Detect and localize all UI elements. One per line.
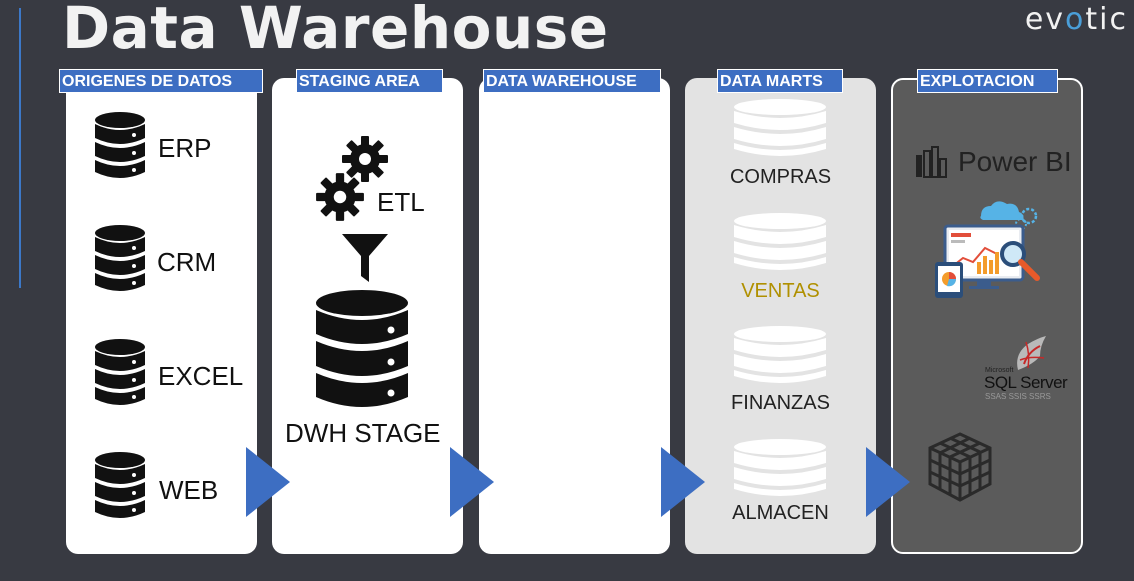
sqlserver-label: SQL Server (984, 373, 1068, 392)
powerbi-logo: Power BI (914, 145, 1072, 179)
database-icon (95, 112, 145, 178)
dwh-stage-label: DWH STAGE (285, 418, 441, 448)
header-warehouse: DATA WAREHOUSE (483, 69, 661, 93)
source-erp: ERP (158, 133, 212, 163)
flow-arrow-icon (866, 447, 910, 517)
flow-arrow-icon (246, 447, 290, 517)
powerbi-icon (916, 146, 947, 178)
panel-warehouse (479, 78, 670, 554)
accent-line (19, 8, 21, 288)
database-icon (95, 225, 145, 291)
header-origenes: ORIGENES DE DATOS (59, 69, 263, 93)
analytics-dashboard-icon (935, 201, 1040, 298)
database-icon (316, 290, 408, 407)
source-crm: CRM (157, 247, 217, 277)
header-explotacion: EXPLOTACION (917, 69, 1058, 93)
page-title: Data Warehouse (62, 0, 609, 62)
olap-cube-icon (928, 432, 992, 502)
etl-label: ETL (377, 187, 425, 217)
source-excel: EXCEL (158, 361, 244, 391)
database-icon (734, 213, 826, 270)
database-icon (734, 439, 826, 496)
database-icon (734, 326, 826, 383)
source-web: WEB (159, 475, 219, 505)
gear-icon (316, 173, 364, 221)
funnel-icon (342, 234, 388, 282)
sqlserver-services: SSAS SSIS SSRS (985, 392, 1051, 401)
gear-icon (342, 136, 388, 182)
evotic-logo: evotic (1024, 2, 1128, 37)
header-marts: DATA MARTS (717, 69, 843, 93)
powerbi-label: Power BI (958, 146, 1072, 177)
mart-almacen: ALMACEN (732, 502, 829, 524)
mart-ventas: VENTAS (741, 280, 820, 302)
sqlserver-icon (1017, 336, 1046, 370)
header-staging: STAGING AREA (296, 69, 443, 93)
database-icon (734, 99, 826, 156)
sqlserver-vendor: Microsoft (985, 367, 1014, 374)
mart-finanzas: FINANZAS (731, 392, 830, 414)
database-icon (95, 452, 145, 518)
flow-arrow-icon (661, 447, 705, 517)
database-icon (95, 339, 145, 405)
flow-arrow-icon (450, 447, 494, 517)
mart-compras: COMPRAS (729, 166, 832, 188)
